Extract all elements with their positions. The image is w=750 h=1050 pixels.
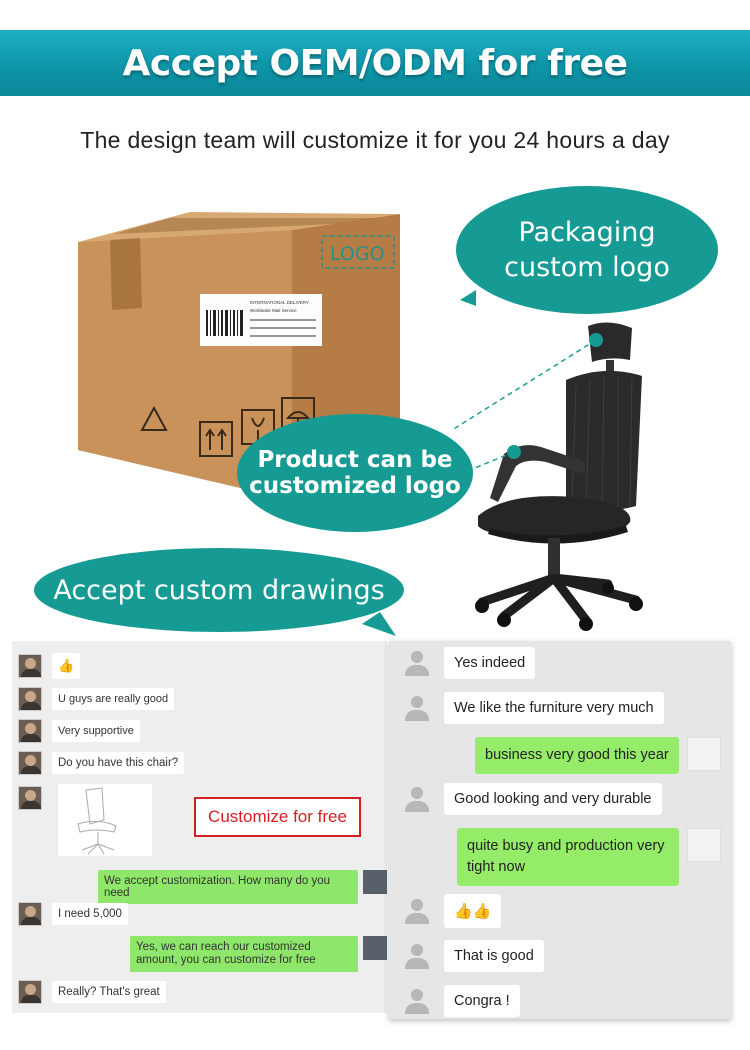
list-item: Congra ! [403,985,520,1017]
avatar [18,980,42,1004]
list-item: That is good [403,940,544,972]
chat-message: Good looking and very durable [444,783,662,815]
chat-message: Really? That's great [52,981,166,1003]
packaging-logo-bubble: Packaging custom logo [456,186,718,314]
list-item: Really? That's great [18,980,166,1004]
packaging-line2: custom logo [504,252,670,283]
user-icon [403,897,431,925]
product-line1: Product can be [257,447,453,473]
chat-message: Very supportive [52,720,140,742]
user-icon [403,785,431,813]
drawings-label: Accept custom drawings [53,574,385,606]
product-line2: customized logo [249,473,461,499]
list-item: U guys are really good [18,687,175,711]
chat-message: Congra ! [444,985,520,1017]
chat-message: Yes indeed [444,647,536,679]
furniture-thumbnail [687,737,721,771]
box-label-line2: Worldwide Mail Service [250,308,297,313]
chat-message: Do you have this chair? [52,752,185,774]
box-logo-text: LOGO [330,243,385,265]
avatar [18,687,42,711]
list-item: I need 5,000 [18,902,128,926]
list-item: Do you have this chair? [18,751,185,775]
chat-message: U guys are really good [52,688,175,710]
banner-title: Accept OEM/ODM for free [122,42,628,84]
furniture-thumbnail [687,828,721,862]
avatar [363,936,387,960]
chat-message: That is good [444,940,544,972]
chat-message: We like the furniture very much [444,692,664,724]
list-item [18,786,52,810]
user-icon [403,694,431,722]
chat-message: business very good this year [475,737,679,774]
box-label-line1: INTERNATIONAL DELIVERY [250,300,309,305]
chat-message: quite busy and production very tight now [457,828,679,886]
custom-drawings-bubble: Accept custom drawings [34,548,404,632]
thumbs-up-icon: 👍👍 [444,894,502,928]
list-item: Yes indeed [403,647,536,679]
top-banner: Accept OEM/ODM for free [0,30,750,96]
list-item: We like the furniture very much [403,692,664,724]
chair-sketch-image [58,784,152,856]
chat-message: We accept customization. How many do you… [98,870,358,904]
list-item: Good looking and very durable [403,783,662,815]
office-chair-illustration [475,322,643,631]
right-chat-panel: Yes indeed We like the furniture very mu… [389,641,731,1019]
chat-message: 👍 [52,653,81,679]
list-item: 👍👍 [403,894,502,928]
avatar [18,751,42,775]
chat-message: I need 5,000 [52,903,128,925]
user-icon [403,649,431,677]
avatar [18,786,42,810]
list-item: 👍 [18,653,81,679]
customize-for-free-label: Customize for free [194,797,361,837]
chat-message: Yes, we can reach our customized amount,… [130,936,358,972]
user-icon [403,942,431,970]
user-icon [403,987,431,1015]
avatar [18,902,42,926]
packaging-line1: Packaging [518,217,656,248]
avatar [363,870,387,894]
list-item: Very supportive [18,719,140,743]
avatar [18,719,42,743]
subtitle: The design team will customize it for yo… [80,127,670,153]
avatar [18,654,42,678]
